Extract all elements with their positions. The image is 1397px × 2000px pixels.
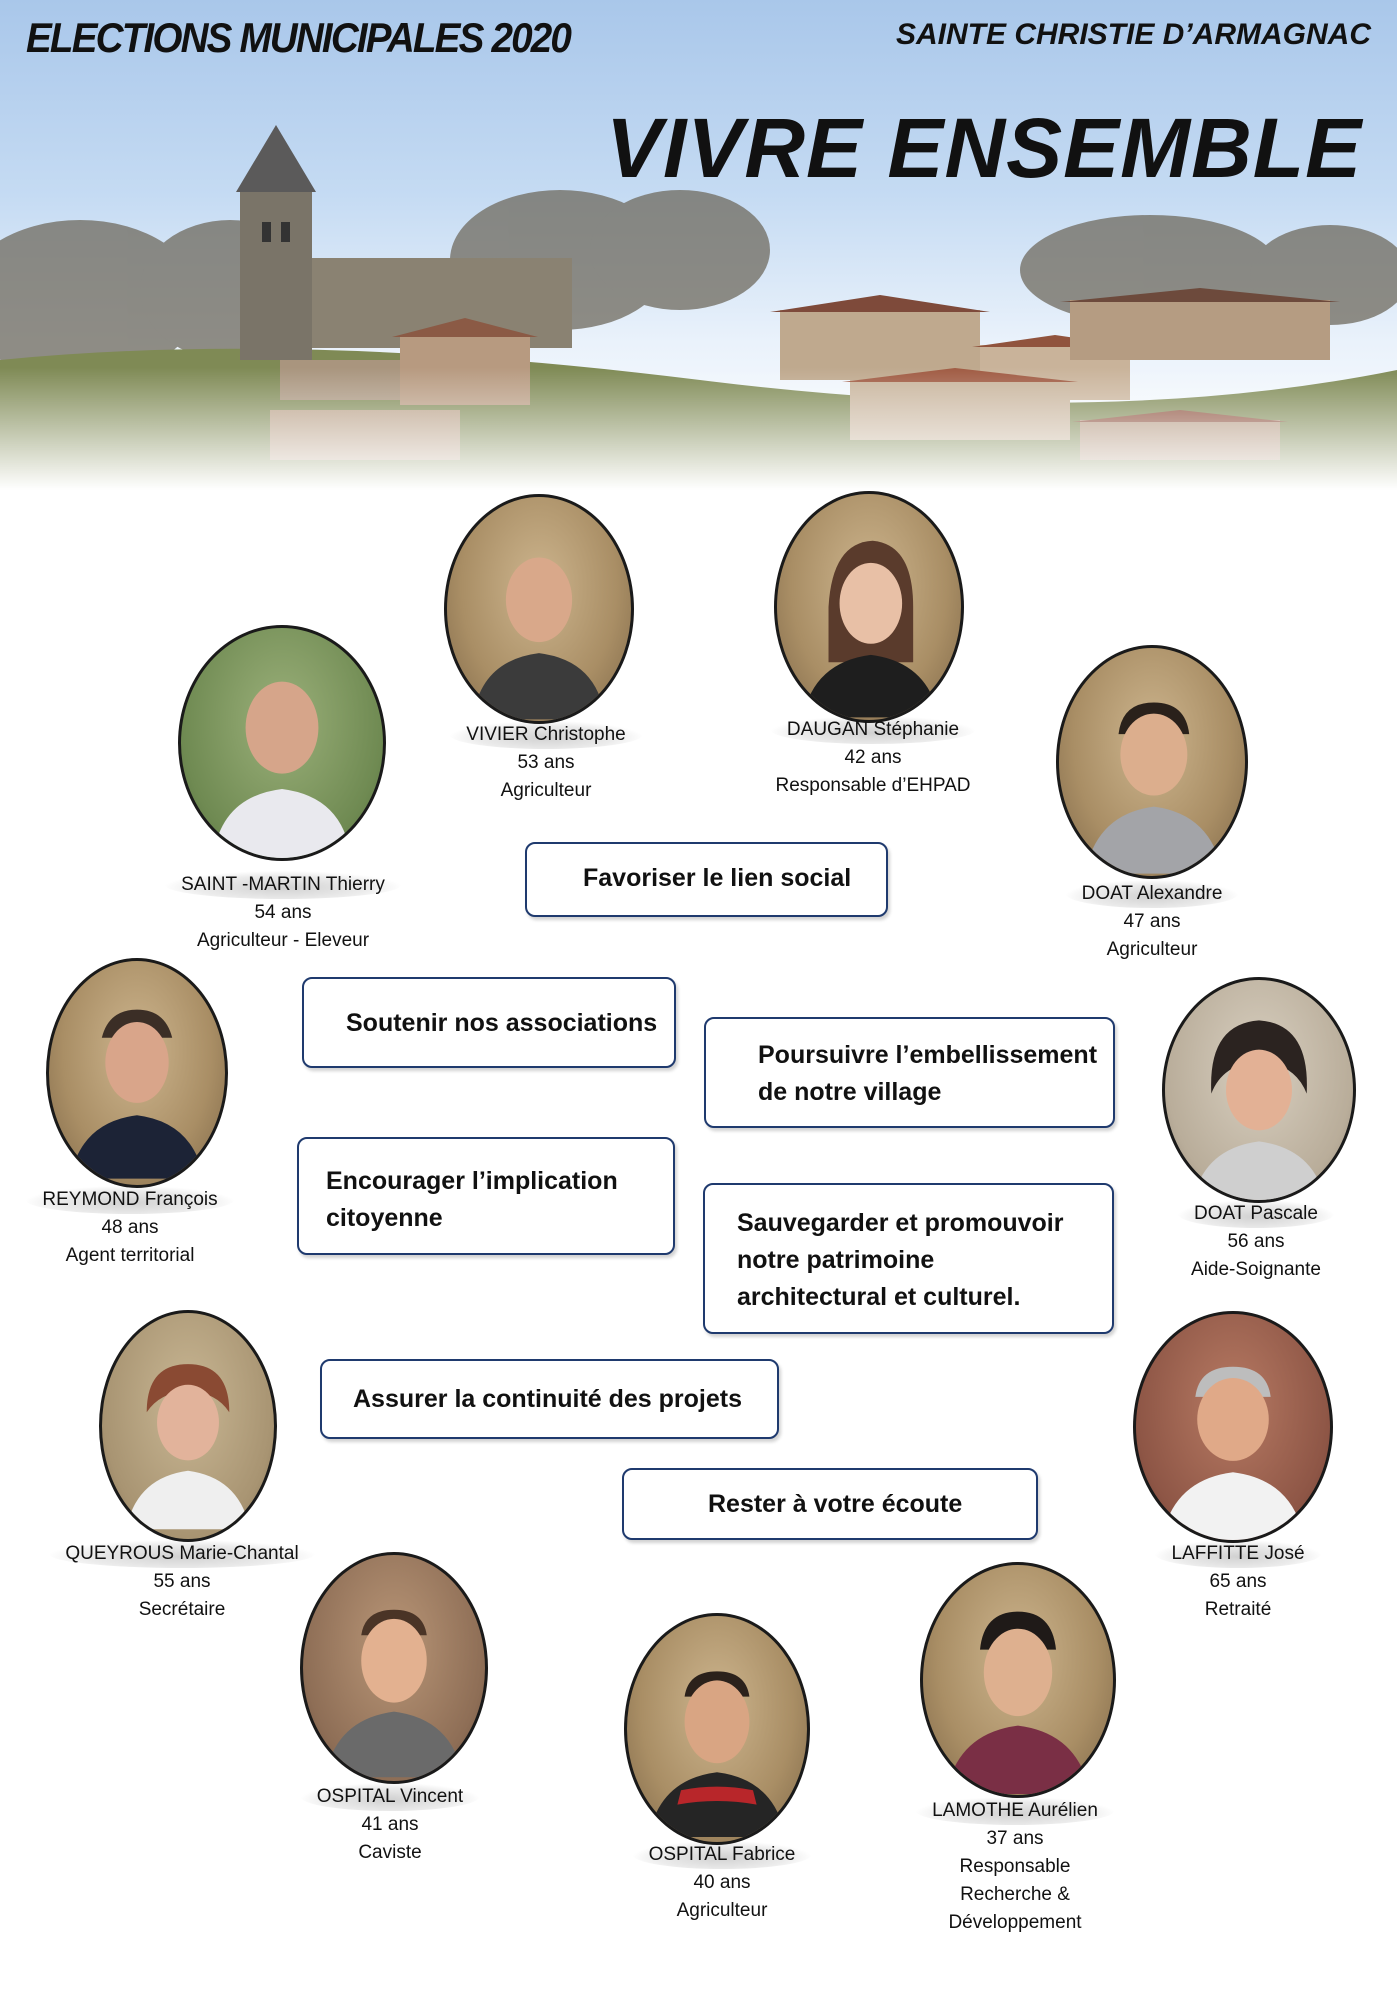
- candidate-age: 54 ans: [254, 902, 312, 923]
- candidate-job: Agriculteur: [676, 1900, 768, 1921]
- candidate-caption: REYMOND François 48 ans Agent territoria…: [0, 1186, 260, 1270]
- candidate-photo: [1162, 977, 1356, 1203]
- candidate-name: OSPITAL Vincent: [300, 1783, 480, 1811]
- candidate-job: Agriculteur - Eleveur: [196, 930, 370, 951]
- candidate-age: 48 ans: [101, 1217, 159, 1238]
- candidate-photo: [46, 958, 228, 1188]
- program-item-text: Favoriser le lien social: [583, 864, 852, 892]
- candidate-photo: [99, 1310, 277, 1542]
- candidate-name: VIVIER Christophe: [450, 721, 642, 749]
- election-title: ELECTIONS MUNICIPALES 2020: [26, 14, 572, 61]
- program-item-text: citoyenne: [326, 1204, 443, 1232]
- candidate-name: REYMOND François: [26, 1186, 234, 1214]
- candidate-job: Aide-Soignante: [1191, 1259, 1321, 1280]
- candidate-job-line2: Recherche &: [960, 1884, 1070, 1905]
- candidate-age: 55 ans: [153, 1571, 211, 1592]
- candidate-job: Agriculteur: [500, 780, 592, 801]
- candidate-job: Responsable d’EHPAD: [775, 775, 971, 796]
- program-item: Poursuivre l’embellissement de notre vil…: [704, 1017, 1115, 1128]
- candidate-age: 56 ans: [1227, 1231, 1285, 1252]
- program-item-text: Sauvegarder et promouvoir: [737, 1209, 1064, 1237]
- candidate-name: DOAT Alexandre: [1065, 880, 1239, 908]
- candidate-job-line3: Développement: [948, 1912, 1082, 1933]
- candidate-name: DAUGAN Stéphanie: [770, 716, 976, 744]
- candidate-caption: DAUGAN Stéphanie 42 ans Responsable d’EH…: [723, 716, 1023, 800]
- slogan: VIVRE ENSEMBLE: [606, 101, 1363, 195]
- program-item: Favoriser le lien social: [525, 842, 888, 917]
- candidate-age: 37 ans: [986, 1828, 1044, 1849]
- candidate-job: Caviste: [358, 1842, 422, 1863]
- program-item-text: de notre village: [758, 1078, 942, 1106]
- program-item: Rester à votre écoute: [622, 1468, 1038, 1540]
- candidate-caption: LAFFITTE José 65 ans Retraité: [1088, 1540, 1388, 1624]
- candidate-photo: [178, 625, 386, 861]
- candidate-job: Agriculteur: [1106, 939, 1198, 960]
- candidate-caption: QUEYROUS Marie-Chantal 55 ans Secrétaire: [32, 1540, 332, 1624]
- candidate-age: 42 ans: [844, 747, 902, 768]
- program-item-text: Rester à votre écoute: [708, 1490, 963, 1518]
- candidate-job: Responsable: [959, 1856, 1071, 1877]
- candidate-name: SAINT -MARTIN Thierry: [165, 871, 401, 899]
- candidate-job: Secrétaire: [138, 1599, 226, 1620]
- program-item-text: Assurer la continuité des projets: [353, 1385, 742, 1413]
- candidate-photo: [920, 1562, 1116, 1798]
- commune-name: SAINTE CHRISTIE D’ARMAGNAC: [895, 18, 1371, 51]
- program-item-text: notre patrimoine: [737, 1246, 935, 1274]
- candidate-photo: [300, 1552, 488, 1784]
- candidate-caption: OSPITAL Vincent 41 ans Caviste: [240, 1783, 540, 1867]
- header-banner: ELECTIONS MUNICIPALES 2020 SAINTE CHRIST…: [0, 0, 1397, 490]
- program-item-text: Poursuivre l’embellissement: [758, 1041, 1098, 1069]
- candidate-photo: [1056, 645, 1248, 879]
- candidate-name: OSPITAL Fabrice: [632, 1841, 812, 1869]
- program-item: Assurer la continuité des projets: [320, 1359, 779, 1439]
- candidate-age: 65 ans: [1209, 1571, 1267, 1592]
- candidate-job: Retraité: [1204, 1599, 1272, 1620]
- candidate-name: LAMOTHE Aurélien: [916, 1797, 1114, 1825]
- candidate-caption: SAINT -MARTIN Thierry 54 ans Agriculteur…: [133, 871, 433, 955]
- program-item: Soutenir nos associations: [302, 977, 676, 1068]
- candidate-photo: [444, 494, 634, 724]
- program-item-text: architectural et culturel.: [737, 1283, 1021, 1311]
- candidate-age: 40 ans: [693, 1872, 751, 1893]
- program-item-text: Soutenir nos associations: [346, 1009, 658, 1037]
- candidate-photo: [1133, 1311, 1333, 1543]
- candidate-name: LAFFITTE José: [1155, 1540, 1321, 1568]
- candidate-job: Agent territorial: [65, 1245, 195, 1266]
- candidate-age: 53 ans: [517, 752, 575, 773]
- candidate-photo: [774, 491, 964, 723]
- program-item-text: Encourager l’implication: [326, 1167, 618, 1195]
- village-photo: [0, 0, 1397, 490]
- candidate-caption: DOAT Pascale 56 ans Aide-Soignante: [1106, 1200, 1397, 1284]
- candidate-photo: [624, 1613, 810, 1845]
- candidate-name: QUEYROUS Marie-Chantal: [49, 1540, 315, 1568]
- candidate-caption: OSPITAL Fabrice 40 ans Agriculteur: [572, 1841, 872, 1925]
- program-item: Encourager l’implication citoyenne: [297, 1137, 675, 1255]
- candidate-caption: VIVIER Christophe 53 ans Agriculteur: [396, 721, 696, 805]
- candidate-name: DOAT Pascale: [1178, 1200, 1334, 1228]
- candidate-age: 47 ans: [1123, 911, 1181, 932]
- candidate-caption: DOAT Alexandre 47 ans Agriculteur: [1002, 880, 1302, 964]
- candidate-age: 41 ans: [361, 1814, 419, 1835]
- program-item: Sauvegarder et promouvoir notre patrimoi…: [703, 1183, 1114, 1334]
- candidate-caption: LAMOTHE Aurélien 37 ans Responsable Rech…: [865, 1797, 1165, 1937]
